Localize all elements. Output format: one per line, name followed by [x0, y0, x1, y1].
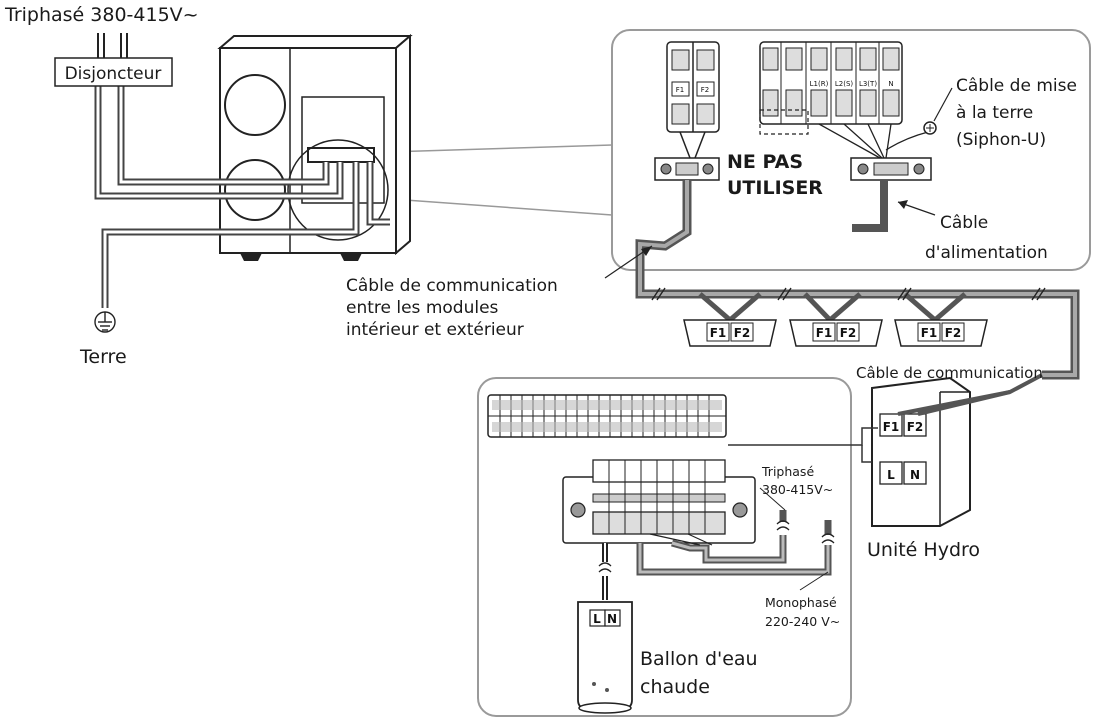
- supply-3ph-label: Triphasé 380-415V~: [4, 4, 199, 26]
- svg-text:F1: F1: [921, 326, 938, 340]
- hydro-unit-label: Unité Hydro: [867, 539, 980, 561]
- tank-1ph-label-line2: 220-240 V~: [765, 614, 840, 629]
- comm-cable-in-out-label-line2: entre les modules: [346, 298, 499, 318]
- clamp-right: [850, 157, 932, 181]
- power-cable: [852, 180, 888, 232]
- comm-cable-arrow: [641, 246, 652, 256]
- power-terminal-block: L1(R) L2(S) L3(T) N: [759, 41, 929, 159]
- hydro-internal-link: [728, 427, 878, 446]
- earth-label: Terre: [79, 346, 127, 368]
- cable-break-marks: [651, 287, 1046, 301]
- outdoor-unit: [217, 33, 413, 261]
- svg-text:F2: F2: [945, 326, 962, 340]
- zoom-leader-bottom: [377, 197, 613, 216]
- power-cable-label-line1: Câble: [940, 213, 988, 233]
- hydro-terminal-detail-frame: [477, 377, 852, 717]
- fan-grille-lower: [224, 159, 286, 221]
- svg-text:L2(S): L2(S): [835, 80, 854, 88]
- svg-text:L: L: [593, 612, 601, 626]
- comm-cable-in-out-label-line3: intérieur et extérieur: [346, 320, 524, 340]
- indoor-unit-1: F1 F2: [683, 319, 777, 347]
- svg-text:F1: F1: [676, 86, 684, 94]
- indoor-branches: [698, 292, 967, 322]
- breaker-box: [54, 57, 173, 87]
- tank-3ph-leader: [759, 487, 786, 511]
- zoom-circle: [287, 139, 389, 241]
- comm-terminal-block: F1 F2: [666, 41, 720, 159]
- long-terminal-strip: [487, 394, 727, 438]
- do-not-use-label-line2: UTILISER: [727, 177, 823, 199]
- hot-water-tank: L N: [577, 601, 633, 714]
- svg-text:N: N: [888, 80, 893, 88]
- tank-cable-break-marks: [598, 520, 835, 573]
- tank-supply-wiring: [602, 510, 832, 600]
- hot-water-tank-label-line1: Ballon d'eau: [640, 648, 758, 670]
- do-not-use-label-line1: NE PAS: [727, 151, 803, 173]
- svg-text:N: N: [607, 612, 617, 626]
- indoor-unit-3: F1 F2: [894, 319, 988, 347]
- outdoor-terminal-block: [307, 147, 375, 163]
- breaker-label: Disjoncteur: [65, 64, 162, 84]
- svg-text:F2: F2: [701, 86, 709, 94]
- hot-water-tank-label-line2: chaude: [640, 676, 710, 698]
- tank-terminal-block: [562, 459, 756, 544]
- zoom-leader-top: [387, 144, 613, 153]
- svg-text:L: L: [887, 468, 895, 482]
- hydro-unit: F1 F2 L N: [871, 376, 971, 527]
- comm-cable-label: Câble de communication: [856, 364, 1043, 382]
- svg-text:F1: F1: [710, 326, 727, 340]
- fan-grille-upper: [224, 74, 286, 136]
- electrical-panel: [301, 96, 385, 204]
- earth-cable-label-line3: (Siphon-U): [956, 130, 1046, 150]
- tank-1ph-leader: [799, 571, 829, 591]
- svg-text:F1: F1: [816, 326, 833, 340]
- svg-text:F2: F2: [907, 420, 924, 434]
- svg-text:F1: F1: [883, 420, 900, 434]
- outdoor-terminal-detail-frame: [611, 29, 1091, 271]
- svg-text:L1(R): L1(R): [810, 80, 829, 88]
- clamp-left: [654, 157, 720, 181]
- tank-3ph-label-line1: Triphasé: [761, 464, 814, 479]
- hydro-comm-drops: [897, 373, 1043, 416]
- svg-text:L3(T): L3(T): [859, 80, 877, 88]
- earth-cable-label-line2: à la terre: [956, 103, 1033, 123]
- earth-cable-label-line1: Câble de mise: [956, 76, 1077, 96]
- power-cable-label-line2: d'alimentation: [925, 243, 1048, 263]
- earth-icon: [94, 311, 116, 333]
- tank-1ph-label-line1: Monophasé: [765, 595, 837, 610]
- comm-cable-route: [635, 180, 1080, 380]
- svg-text:N: N: [910, 468, 920, 482]
- tank-3ph-label-line2: 380-415V~: [762, 482, 833, 497]
- indoor-unit-2: F1 F2: [789, 319, 883, 347]
- supply-wiring: [94, 33, 390, 308]
- earth-screw-icon: [923, 87, 953, 135]
- comm-cable-in-out-label-line1: Câble de communication: [346, 276, 558, 296]
- unused-terminal-dashed-box: [759, 109, 809, 135]
- svg-text:F2: F2: [734, 326, 751, 340]
- svg-text:F2: F2: [840, 326, 857, 340]
